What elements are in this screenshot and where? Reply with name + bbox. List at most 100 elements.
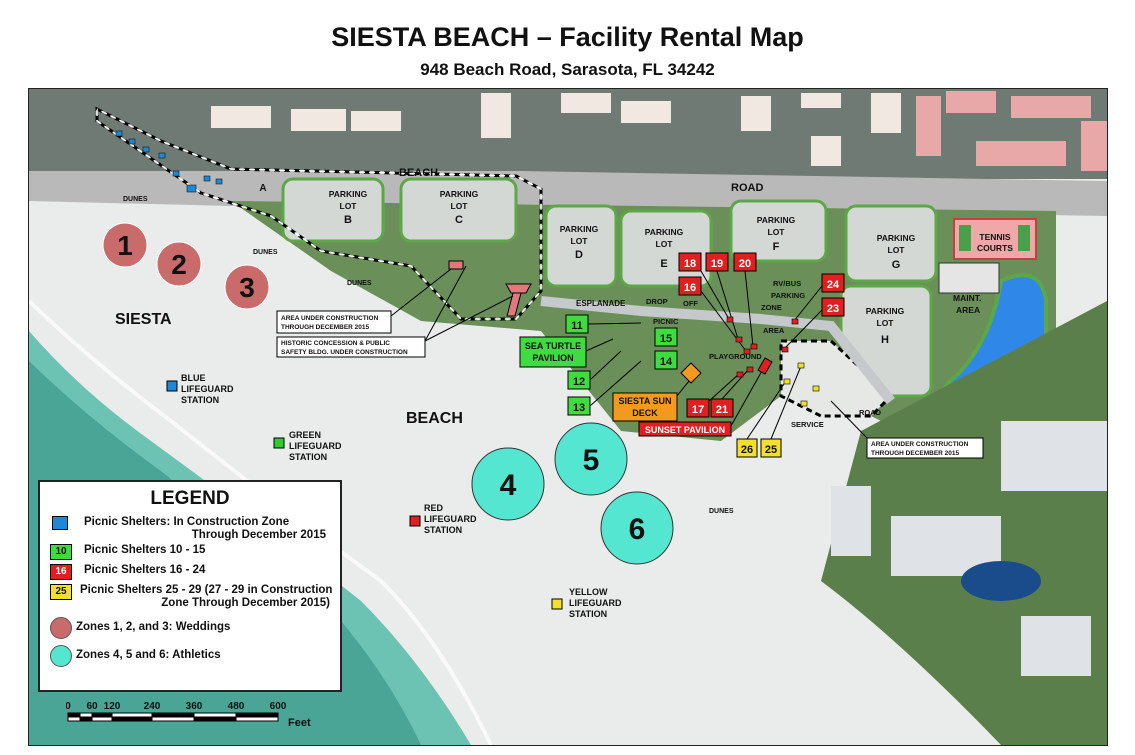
pink-condos [916, 91, 1107, 171]
legend-red-text: Picnic Shelters 16 - 24 [84, 564, 206, 576]
callout-west-line-1: AREA UNDER CONSTRUCTION [281, 315, 379, 322]
sunset-pavilion-shape [757, 357, 773, 375]
callout-historic: HISTORIC CONCESSION & PUBLIC SAFETY BLDG… [276, 265, 514, 358]
shelter-14[interactable]: 14 [654, 350, 678, 370]
shelter-23[interactable]: 23 [821, 297, 845, 317]
zone-1[interactable] [102, 222, 148, 268]
legend-green-symbol: 10 [50, 544, 72, 560]
green-lifeguard-marker[interactable] [273, 437, 285, 449]
map-subtitle: 948 Beach Road, Sarasota, FL 34242 [420, 60, 715, 79]
zone-3-label: 3 [239, 272, 255, 303]
shelter-16[interactable]: 16 [678, 276, 702, 296]
zone-4[interactable] [471, 447, 545, 521]
lifeguard-labels: BLUE LIFEGUARD STATION GREEN LIFEGUARD S… [181, 373, 622, 619]
lot-g-label-2: LOT [888, 245, 906, 255]
zone-6[interactable] [600, 491, 674, 565]
legend-item-red-shelters: 16 Picnic Shelters 16 - 24 [50, 564, 340, 580]
shelter-17[interactable]: 17 [686, 398, 710, 418]
shelter-24[interactable]: 24 [821, 273, 845, 293]
shelter-21[interactable]: 21 [710, 398, 734, 418]
legend-red-symbol: 16 [50, 564, 72, 580]
shelter-21-label: 21 [716, 404, 728, 416]
map-title: SIESTA BEACH – Facility Rental Map [331, 22, 804, 52]
sunset-pavilion[interactable]: SUNSET PAVILION [638, 368, 764, 437]
shelter-15[interactable]: 15 [654, 327, 678, 347]
zone-5[interactable] [554, 422, 628, 496]
lot-labels: A PARKING LOT B PARKING LOT C PARKING LO… [259, 183, 915, 346]
siesta-sun-deck[interactable]: SIESTA SUN DECK [612, 375, 694, 422]
yellow-shelters: 26 25 [736, 362, 820, 458]
maint-area[interactable] [938, 262, 1000, 294]
north-buildings [211, 93, 901, 166]
yellow-lifeguard-label: YELLOW [569, 587, 608, 597]
lot-f-label-3: F [773, 241, 780, 253]
parking-label: PARKING [771, 291, 805, 300]
lot-c-label-3: C [455, 214, 463, 226]
zone-2[interactable] [156, 241, 202, 287]
legend-title: LEGEND [150, 488, 230, 509]
lot-e-label-2: LOT [656, 239, 674, 249]
esplanade-walk [540, 296, 895, 405]
scale-tick-360: 360 [186, 701, 203, 712]
maint-label: MAINT. [953, 293, 981, 303]
courts-label: COURTS [977, 243, 1013, 253]
legend-blue-text-2: Through December 2015 [191, 529, 326, 541]
blue-lifeguard-label-2: LIFEGUARD [181, 384, 234, 394]
dunes-label-3: DUNES [347, 280, 372, 287]
shelter-12[interactable]: 12 [567, 370, 591, 390]
siesta-label: SIESTA [115, 311, 172, 328]
red-lifeguard-label-2: LIFEGUARD [424, 514, 477, 524]
red-lifeguard-marker[interactable] [409, 515, 421, 527]
lot-h-label-2: LOT [877, 318, 895, 328]
blue-lifeguard-label: BLUE [181, 373, 206, 383]
shelter-16-label: 16 [684, 282, 696, 294]
lot-d-label-3: D [575, 249, 583, 261]
construction-zone-west-inner [96, 107, 542, 320]
legend-item-green-shelters: 10 Picnic Shelters 10 - 15 [50, 544, 340, 560]
maint-area-label: AREA [956, 305, 980, 315]
area-label: AREA [763, 326, 785, 335]
yellow-lifeguard-label-3: STATION [569, 609, 607, 619]
pond [961, 561, 1041, 601]
scale-tick-60: 60 [86, 701, 98, 712]
shelter-26[interactable]: 26 [736, 438, 758, 458]
scale-tick-600: 600 [270, 701, 287, 712]
legend-yellow-text-2: Zone Through December 2015) [161, 597, 330, 609]
yellow-lifeguard-marker[interactable] [551, 598, 563, 610]
blue-lifeguard-marker[interactable] [166, 380, 178, 392]
green-lifeguard-label-2: LIFEGUARD [289, 441, 342, 451]
shelter-20[interactable]: 20 [733, 252, 757, 272]
blue-lifeguard-label-3: STATION [181, 395, 219, 405]
blue-shelters [115, 130, 223, 193]
shelter-19[interactable]: 19 [705, 252, 729, 272]
sun-deck-label: SIESTA SUN [618, 396, 671, 406]
legend-yellow-symbol: 25 [50, 584, 72, 600]
shelter-25[interactable]: 25 [760, 438, 782, 458]
zone-2-label: 2 [171, 249, 187, 280]
concession-bldg [448, 260, 464, 270]
playground-label: PLAYGROUND [709, 352, 762, 361]
sea-turtle-label-2: PAVILION [532, 353, 573, 363]
dunes-label-1: DUNES [123, 196, 148, 203]
legend-blue-symbol [52, 516, 68, 530]
sun-deck-shape [680, 362, 702, 384]
legend-green-text: Picnic Shelters 10 - 15 [84, 544, 206, 556]
sea-turtle-pavilion[interactable]: SEA TURTLE PAVILION [519, 336, 614, 368]
lot-a-label: A [259, 183, 266, 194]
shelter-25-label: 25 [765, 444, 777, 456]
shelter-11[interactable]: 11 [565, 314, 589, 334]
sun-deck-label-2: DECK [632, 408, 658, 418]
zone-3[interactable] [224, 264, 270, 310]
lot-c-label: PARKING [440, 189, 479, 199]
scale-segments [67, 712, 279, 722]
lot-f-label-2: LOT [768, 227, 786, 237]
shelter-24-label: 24 [827, 279, 840, 291]
lot-b-label-2: LOT [340, 201, 358, 211]
legend-item-athletics-zones: Zones 4, 5 and 6: Athletics [50, 645, 340, 668]
shelter-18[interactable]: 18 [678, 252, 702, 272]
green-shelters: 11 12 13 14 15 [565, 314, 678, 416]
callout-east-line-1: AREA UNDER CONSTRUCTION [871, 441, 969, 448]
dunes-label-4: DUNES [709, 508, 734, 515]
shelter-13[interactable]: 13 [567, 396, 591, 416]
